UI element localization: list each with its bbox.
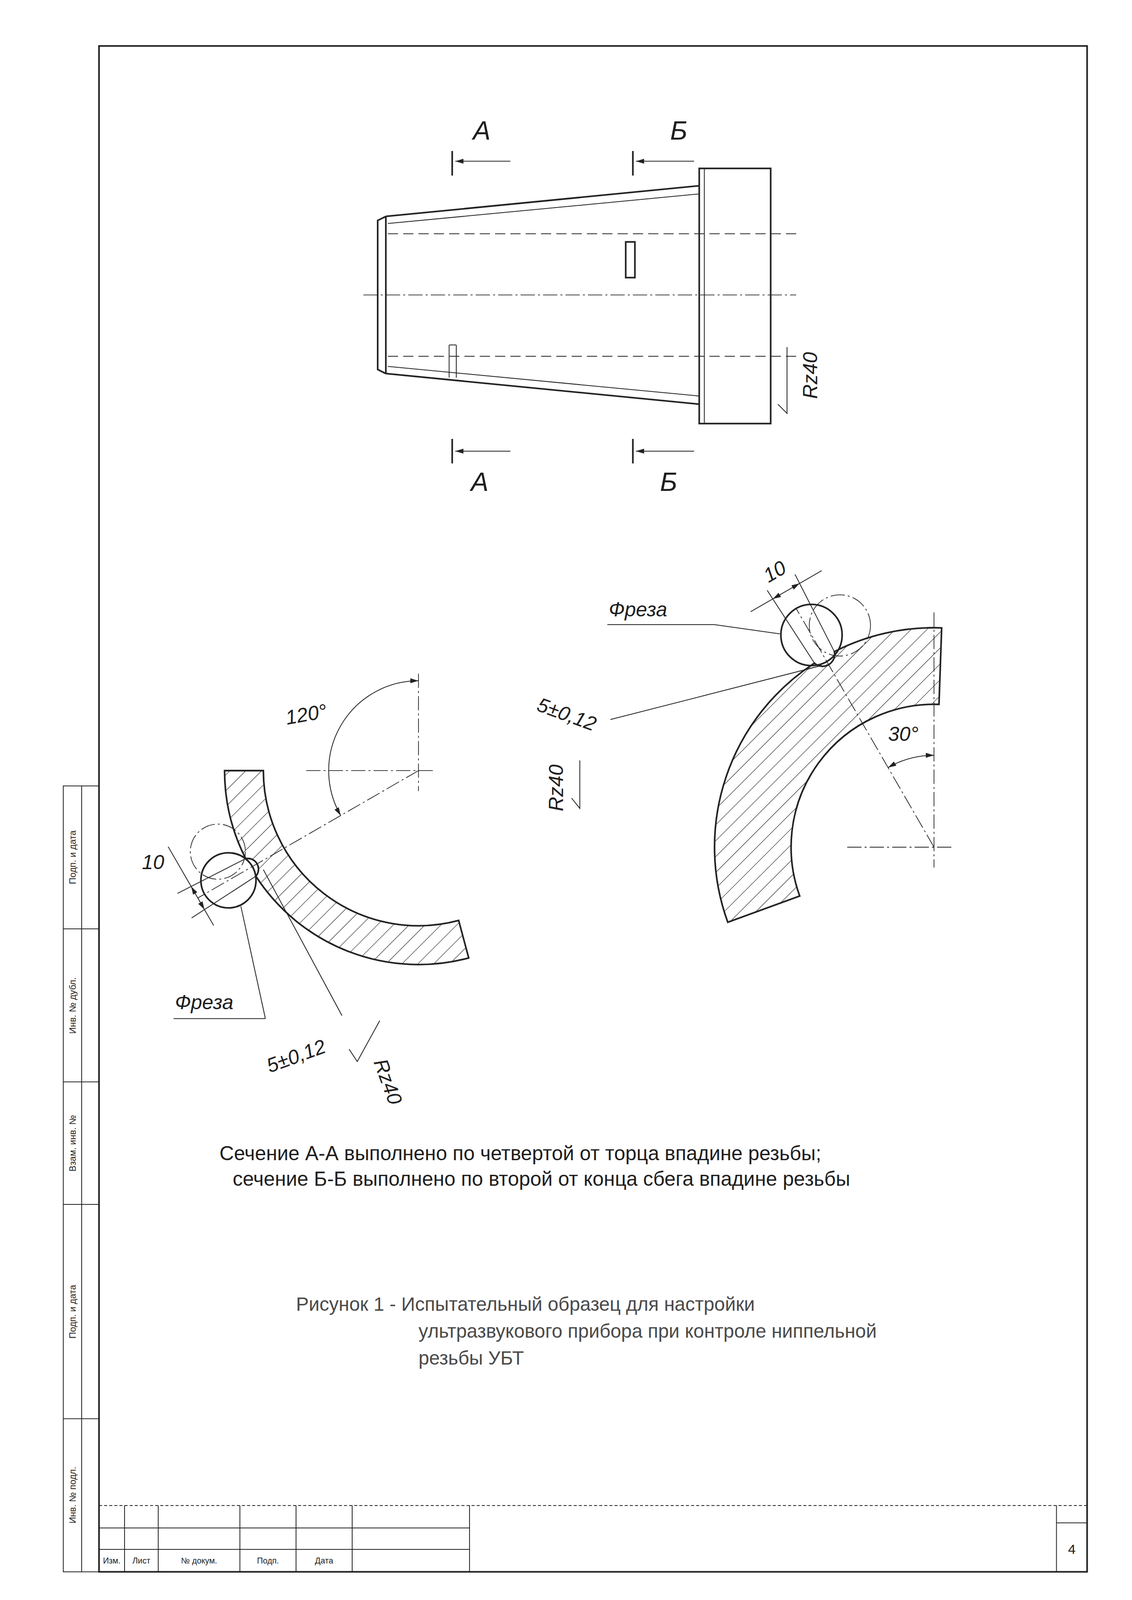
- title-block: [99, 1505, 1088, 1572]
- title-field: № докум.: [181, 1555, 218, 1566]
- dimension-value: 5±0,12: [533, 693, 600, 736]
- center-line: [306, 770, 434, 772]
- milling-cutter: [200, 852, 256, 908]
- stamp-field: Инв. № дубл.: [67, 977, 78, 1034]
- center-line: [796, 608, 934, 848]
- extension-line: [767, 590, 815, 663]
- dimension-line: [168, 846, 192, 887]
- roughness-symbol: [571, 760, 580, 809]
- section-note: Сечение А-А выполнено по четвертой от то…: [219, 1142, 822, 1166]
- title-field: Изм.: [103, 1555, 121, 1566]
- milling-cutter: [190, 824, 246, 880]
- center-line: [417, 673, 419, 792]
- extension-line: [177, 858, 246, 894]
- title-field: Подп.: [256, 1555, 279, 1566]
- dimension-line: [191, 886, 205, 910]
- leader-line: [240, 906, 266, 1019]
- cutter-label: Фреза: [608, 597, 668, 621]
- angle-value: 120°: [283, 699, 329, 730]
- stamp-field: Подп. и дата: [67, 1284, 78, 1339]
- roughness-mark: Rz40: [369, 1055, 407, 1108]
- dimension-value: 10: [759, 556, 791, 588]
- roughness-symbol: [349, 1020, 380, 1062]
- leader-line: [263, 869, 342, 1016]
- cutter-label: Фреза: [174, 991, 234, 1015]
- section-letter: Б: [670, 115, 688, 147]
- center-line: [933, 612, 935, 868]
- dimension-line: [772, 583, 800, 600]
- angle-dimension: [887, 755, 934, 768]
- section-letter: А: [473, 115, 491, 147]
- stamp-strip: [63, 786, 100, 1573]
- dimension-value: 10: [141, 850, 165, 875]
- section-markers: [452, 151, 694, 464]
- dimension-value: 5±0,12: [263, 1035, 329, 1078]
- center-line: [197, 770, 419, 899]
- title-field: Лист: [132, 1555, 151, 1566]
- sample-side-view: [363, 168, 797, 424]
- center-line: [847, 846, 955, 848]
- sheet-frame: [99, 46, 1088, 1573]
- leader-line: [607, 624, 715, 626]
- section-letter: А: [470, 466, 489, 498]
- angle-value: 30°: [888, 722, 919, 746]
- leader-line: [173, 1018, 266, 1020]
- dimension-line: [750, 599, 773, 612]
- title-field: Дата: [314, 1555, 334, 1566]
- roughness-mark: Rz40: [798, 352, 823, 400]
- section-hatch: [714, 627, 942, 923]
- dimension-line: [799, 570, 822, 584]
- section-outline: [224, 770, 469, 965]
- roughness-mark: Rz40: [544, 764, 569, 812]
- stamp-field: Взам. инв. №: [67, 1115, 78, 1172]
- stamp-field: Подп. и дата: [67, 830, 78, 885]
- stamp-field: Инв. № подл.: [67, 1466, 78, 1524]
- leader-line: [714, 624, 780, 634]
- section-letter: Б: [659, 466, 678, 498]
- section-outline: [714, 627, 942, 923]
- extension-line: [191, 876, 256, 919]
- extension-line: [794, 574, 835, 652]
- angle-dimension: [328, 680, 419, 816]
- section-note: сечение Б-Б выполнено по второй от конца…: [232, 1167, 851, 1191]
- figure-caption: Рисунок 1 - Испытательный образец для на…: [296, 1291, 889, 1372]
- leader-line: [610, 665, 822, 720]
- dimension-line: [204, 909, 214, 926]
- section-hatch: [224, 770, 469, 965]
- sheet-number: 4: [1068, 1541, 1076, 1558]
